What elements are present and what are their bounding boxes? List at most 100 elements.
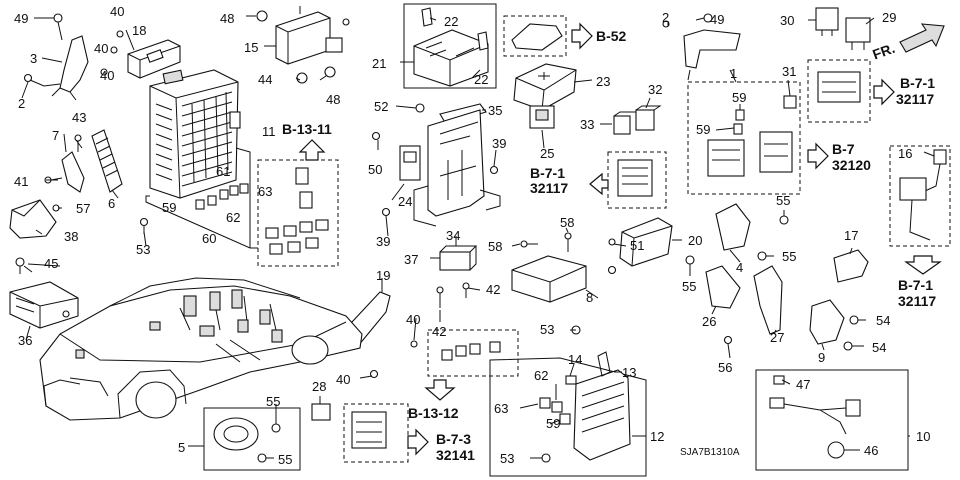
module-15-drawing bbox=[256, 6, 350, 84]
label-58b: 58 bbox=[560, 215, 574, 230]
connector-37-drawing bbox=[439, 245, 478, 271]
label-49: 49 bbox=[14, 11, 28, 26]
label-10: 10 bbox=[916, 429, 930, 444]
bolt-45-drawing bbox=[15, 257, 25, 274]
unit-36-drawing bbox=[9, 281, 79, 329]
label-59c: 59 bbox=[732, 90, 746, 105]
ref-b-7: B-7 bbox=[832, 141, 855, 157]
car-illustration bbox=[39, 277, 363, 421]
label-21: 21 bbox=[372, 56, 386, 71]
label-40d: 40 bbox=[406, 312, 420, 327]
bolt-56-drawing bbox=[723, 335, 733, 345]
ref-b-13-12: B-13-12 bbox=[408, 405, 459, 421]
bracket-4-drawing bbox=[715, 203, 751, 251]
label-50: 50 bbox=[368, 162, 382, 177]
label-6: 6 bbox=[108, 196, 115, 211]
label-14: 14 bbox=[568, 352, 582, 367]
relay-box-11-drawing bbox=[257, 159, 339, 267]
label-63: 63 bbox=[258, 184, 272, 199]
label-48b: 48 bbox=[326, 92, 340, 107]
cover-52-drawing bbox=[503, 15, 567, 57]
label-15: 15 bbox=[244, 40, 258, 55]
label-3: 3 bbox=[30, 51, 37, 66]
bracket-27-drawing bbox=[753, 265, 783, 335]
label-55c: 55 bbox=[776, 193, 790, 208]
label-41: 41 bbox=[14, 174, 28, 189]
relay-28-drawing bbox=[311, 403, 331, 421]
fuse-strip-6-drawing bbox=[91, 129, 123, 193]
label-8: 8 bbox=[586, 290, 593, 305]
bracket-7-drawing bbox=[44, 134, 85, 193]
label-59: 59 bbox=[162, 200, 176, 215]
label-55d: 55 bbox=[782, 249, 796, 264]
label-25: 25 bbox=[540, 146, 554, 161]
label-30: 30 bbox=[780, 13, 794, 28]
label-31: 31 bbox=[782, 64, 796, 79]
relay-box-32117-drawing bbox=[607, 151, 667, 209]
label-5: 5 bbox=[178, 440, 185, 455]
bracket-26-drawing bbox=[705, 265, 741, 309]
label-36: 36 bbox=[18, 333, 32, 348]
label-55e: 55 bbox=[682, 279, 696, 294]
label-54: 54 bbox=[876, 313, 890, 328]
label-39b: 39 bbox=[376, 234, 390, 249]
label-56: 56 bbox=[718, 360, 732, 375]
ref-32141: 32141 bbox=[436, 447, 475, 463]
label-40: 40 bbox=[110, 4, 124, 19]
label-53c: 53 bbox=[500, 451, 514, 466]
label-45: 45 bbox=[44, 256, 58, 271]
label-32: 32 bbox=[648, 82, 662, 97]
bolt-51-drawing bbox=[607, 265, 617, 275]
label-59d: 59 bbox=[696, 122, 710, 137]
label-22: 22 bbox=[444, 14, 458, 29]
relay-panel-1-drawing bbox=[687, 81, 801, 195]
nuts-55-drawing bbox=[685, 215, 789, 265]
front-direction-arrow bbox=[899, 23, 945, 53]
label-48: 48 bbox=[220, 11, 234, 26]
label-37: 37 bbox=[404, 252, 418, 267]
harness-16-drawing bbox=[889, 145, 951, 247]
relay-30-drawing bbox=[815, 7, 839, 36]
module-20-drawing bbox=[608, 217, 673, 267]
label-7: 7 bbox=[52, 128, 59, 143]
ref-arrow-b-7 bbox=[807, 142, 829, 170]
relay-31-drawing bbox=[783, 95, 797, 109]
ref-arrow-b-13-12 bbox=[424, 379, 456, 401]
label-16: 16 bbox=[898, 146, 912, 161]
panel-12-drawing bbox=[489, 325, 647, 477]
label-51: 51 bbox=[630, 238, 644, 253]
label-42b: 42 bbox=[432, 324, 446, 339]
label-60: 60 bbox=[202, 231, 216, 246]
ref-arrow-b-7-1-top bbox=[873, 78, 895, 106]
relay-box-upper-right-drawing bbox=[807, 59, 871, 123]
label-19: 19 bbox=[376, 268, 390, 283]
label-59b: 59 bbox=[546, 416, 560, 431]
label-34: 34 bbox=[446, 228, 460, 243]
relay-29-drawing bbox=[845, 17, 871, 50]
bolts-58-drawing bbox=[520, 232, 572, 252]
label-47: 47 bbox=[796, 377, 810, 392]
ref-32117-top: 32117 bbox=[896, 91, 934, 107]
label-43: 43 bbox=[72, 110, 86, 125]
label-4: 4 bbox=[736, 260, 743, 275]
ref-32117-right: 32117 bbox=[898, 293, 936, 309]
label-55b: 55 bbox=[278, 452, 292, 467]
ref-arrow-b-7-1-left bbox=[589, 172, 609, 196]
label-11: 11 bbox=[262, 124, 276, 139]
bolts-42-drawing bbox=[436, 282, 470, 308]
relays-32-33-drawing bbox=[613, 105, 662, 135]
module-18-drawing bbox=[127, 39, 181, 79]
label-61: 61 bbox=[216, 164, 230, 179]
label-44: 44 bbox=[258, 72, 272, 87]
ref-b-52: B-52 bbox=[596, 28, 627, 44]
label-40e: 40 bbox=[336, 372, 350, 387]
pad-38-drawing bbox=[9, 199, 60, 239]
unit-8-drawing bbox=[511, 255, 587, 303]
label-62: 62 bbox=[226, 210, 240, 225]
label-29: 29 bbox=[882, 10, 896, 25]
ref-32117-left: 32117 bbox=[530, 180, 568, 196]
label-13: 13 bbox=[622, 365, 636, 380]
label-17: 17 bbox=[844, 228, 858, 243]
diagram-code: SJA7B1310A bbox=[680, 447, 740, 458]
label-58: 58 bbox=[488, 239, 502, 254]
